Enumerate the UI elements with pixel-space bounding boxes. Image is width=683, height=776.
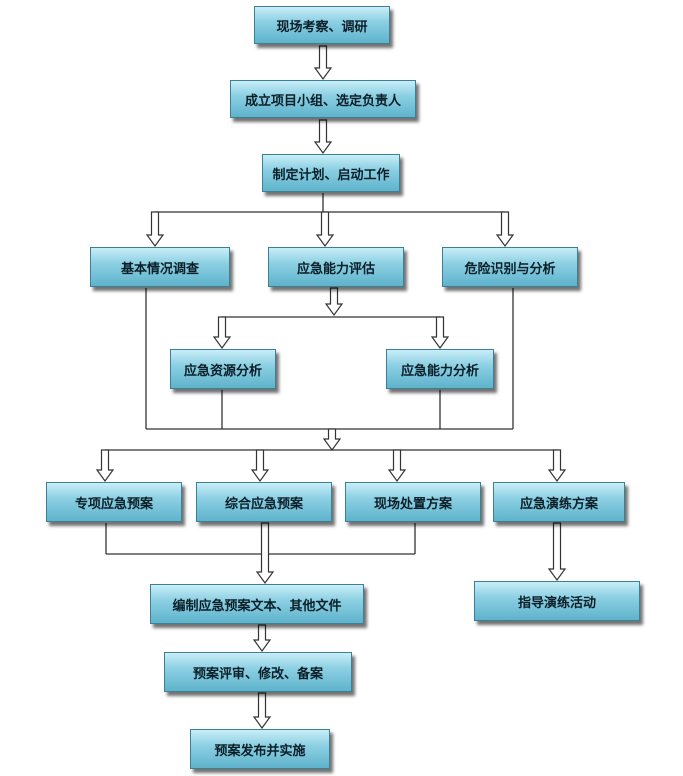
node-drill-plan: 应急演练方案 [493, 482, 625, 522]
node-capability-eval: 应急能力评估 [268, 247, 404, 287]
node-comprehensive-plan: 综合应急预案 [196, 482, 332, 522]
flow-arrow [495, 211, 515, 248]
flow-arrow [315, 211, 335, 248]
flow-arrow [255, 522, 275, 585]
flow-arrow [430, 316, 450, 350]
flow-arrow [145, 211, 165, 248]
flow-arrow [252, 624, 272, 653]
node-special-plan: 专项应急预案 [46, 482, 182, 522]
node-compile-docs: 编制应急预案文本、其他文件 [150, 584, 364, 624]
flow-arrow [322, 428, 342, 452]
flow-arrow [212, 316, 232, 350]
node-onsite-plan: 现场处置方案 [345, 482, 481, 522]
flow-arrow [313, 45, 333, 81]
node-hazard-analysis: 危险识别与分析 [442, 247, 578, 287]
node-form-team: 成立项目小组、选定负责人 [230, 80, 416, 118]
node-site-survey: 现场考察、调研 [254, 6, 390, 44]
flow-arrow [250, 449, 270, 483]
flow-arrow [547, 522, 567, 582]
flow-arrow [387, 449, 407, 483]
flow-arrow [324, 287, 344, 317]
node-resource-analysis: 应急资源分析 [170, 349, 276, 389]
node-publish: 预案发布并实施 [190, 729, 330, 769]
flow-arrow [547, 449, 567, 483]
node-basic-survey: 基本情况调查 [90, 247, 230, 287]
node-review: 预案评审、修改、备案 [164, 652, 352, 692]
node-capability-analysis: 应急能力分析 [386, 349, 494, 389]
flow-arrow [252, 692, 272, 730]
node-make-plan: 制定计划、启动工作 [262, 154, 400, 192]
flow-arrow [95, 449, 115, 483]
flow-arrow [313, 119, 333, 155]
node-guide-drill: 指导演练活动 [474, 581, 640, 621]
